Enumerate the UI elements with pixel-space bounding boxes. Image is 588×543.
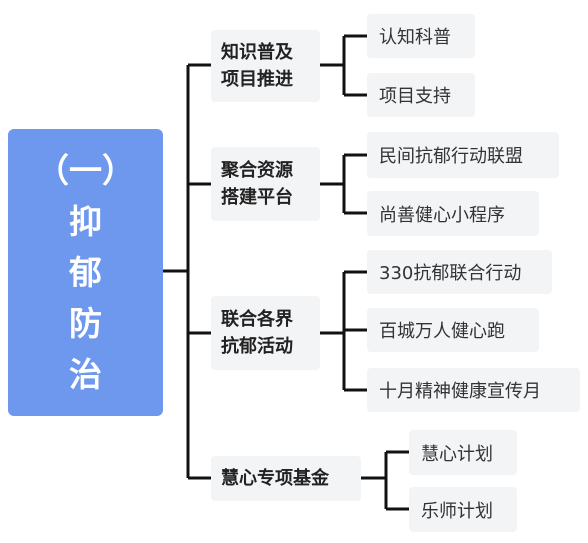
leaf-node: 认知科普: [367, 14, 475, 58]
branch-1-leaf-links: [320, 34, 367, 97]
leaf-node: 尚善健心小程序: [367, 191, 539, 236]
branch-node-fund: 慧心专项基金: [211, 456, 361, 501]
root-line-4: 防: [69, 304, 102, 343]
leaf-node: 民间抗郁行动联盟: [367, 132, 559, 178]
leaf-node: 330抗郁联合行动: [367, 250, 552, 294]
root-node: （一） 抑 郁 防 治: [8, 129, 163, 416]
root-line-1: （一）: [36, 151, 135, 190]
branch-2-leaf-links: [320, 153, 367, 215]
root-line-5: 治: [69, 355, 102, 394]
branch-node-knowledge: 知识普及 项目推进: [211, 30, 320, 102]
leaf-node: 百城万人健心跑: [367, 308, 539, 352]
branch-label-line: 搭建平台: [221, 187, 293, 208]
branch-label-line: 抗郁活动: [221, 336, 293, 357]
leaf-node: 慧心计划: [409, 430, 517, 475]
branch-label-line: 慧心专项基金: [221, 468, 329, 489]
branch-4-leaf-links: [361, 450, 409, 511]
root-line-2: 抑: [69, 202, 102, 241]
leaf-node: 十月精神健康宣传月: [367, 368, 580, 412]
root-line-3: 郁: [69, 253, 102, 292]
branch-label-line: 联合各界: [221, 309, 293, 330]
branch-label-line: 项目推进: [221, 69, 293, 90]
leaf-node: 项目支持: [367, 73, 475, 117]
branch-node-activities: 联合各界 抗郁活动: [211, 296, 320, 370]
branch-3-leaf-links: [320, 270, 367, 392]
branch-label-line: 知识普及: [221, 42, 293, 63]
branch-label-line: 聚合资源: [221, 160, 293, 181]
branch-node-resources: 聚合资源 搭建平台: [211, 147, 320, 221]
leaf-node: 乐师计划: [409, 487, 517, 532]
